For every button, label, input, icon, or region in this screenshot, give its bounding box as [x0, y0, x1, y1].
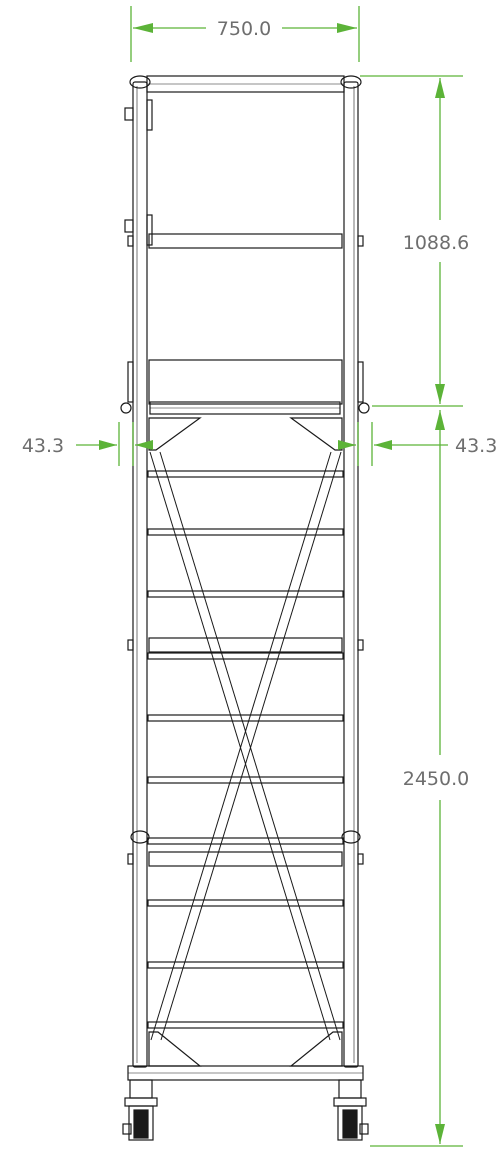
hinge-top [124, 107, 134, 121]
hinge-middle [124, 219, 134, 233]
dim-upper-height-label: 1088.6 [403, 232, 469, 254]
bottom-left-gusset [148, 1031, 202, 1067]
bottom-right-gusset [289, 1031, 343, 1067]
right-gusset [289, 417, 343, 451]
dim-top-width-label: 750.0 [217, 18, 271, 40]
left-caster [122, 1079, 158, 1141]
right-latch [358, 402, 370, 414]
left-latch [120, 402, 132, 414]
left-top-cap [129, 75, 151, 89]
platform-kickboard [148, 359, 343, 405]
left-joint-collar [130, 830, 150, 844]
x-bracing [149, 451, 342, 1041]
right-caster [333, 1079, 369, 1141]
dimension-lines [76, 6, 463, 1147]
treads [147, 470, 344, 1029]
left-rail [132, 81, 148, 1068]
dim-lower-height-label: 2450.0 [403, 768, 469, 790]
intermediate-bracket-upper [148, 637, 343, 653]
right-joint-collar [341, 830, 361, 844]
mid-guard-rail [148, 233, 343, 249]
ladder-structure [120, 75, 370, 1141]
right-rail [343, 81, 359, 1068]
right-top-cap [340, 75, 362, 89]
left-gusset [148, 417, 202, 451]
intermediate-bracket-lower [148, 851, 343, 867]
dim-left-offset-label: 43.3 [22, 435, 64, 457]
dim-right-offset-label: 43.3 [455, 435, 497, 457]
